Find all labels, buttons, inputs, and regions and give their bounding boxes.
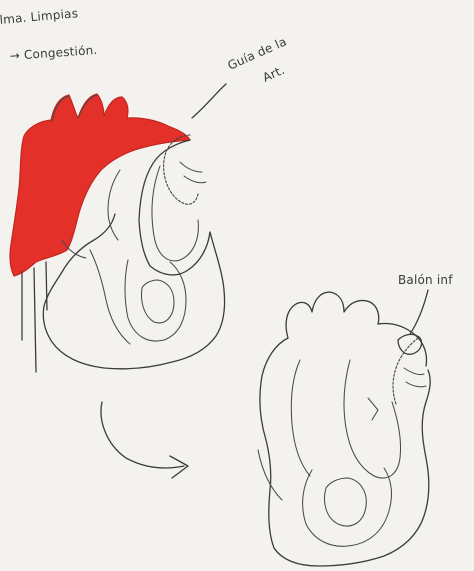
heart-two-inner-3	[303, 468, 392, 546]
heart-two-aorta	[378, 323, 427, 366]
descending-vessel-left-2	[34, 268, 36, 372]
balloon-label: Balón inf	[398, 273, 453, 287]
heart-one-septum	[108, 170, 120, 240]
descending-vessel-left-3	[46, 262, 47, 310]
heart-two-inner-4	[325, 478, 367, 526]
heart-two-vessels	[286, 292, 379, 338]
heart-two-valve-1	[404, 368, 424, 375]
heart-two	[258, 292, 430, 566]
heart-one-inner-2	[125, 260, 186, 341]
heart-two-inner-1	[291, 360, 310, 476]
guide-label: Guía de la Art.	[192, 34, 289, 118]
heart-one-valve-2	[184, 176, 206, 183]
heart-one-inner-4	[90, 250, 130, 344]
note-limpias: lma. Limpias	[0, 6, 79, 27]
heart-one-inner-3	[142, 280, 175, 323]
guide-leader-line	[192, 84, 226, 118]
transition-arrow	[101, 402, 188, 478]
heart-one-catheter	[164, 135, 198, 204]
transition-arrow-shaft	[101, 402, 184, 468]
heart-two-arrow-mark	[368, 398, 378, 420]
heart-one-valve-1	[180, 162, 202, 172]
guide-label-line2: Art.	[261, 63, 287, 85]
note-congestion: → Congestión.	[9, 43, 98, 63]
heart-one	[10, 94, 225, 372]
red-great-vessels	[10, 94, 190, 276]
notes: lma. Limpias → Congestión.	[0, 6, 98, 63]
heart-two-outline	[260, 338, 430, 566]
heart-two-valve-2	[406, 382, 426, 387]
heart-two-catheter	[393, 338, 418, 404]
balloon-leader-line	[410, 290, 428, 334]
balloon-label-group: Balón inf	[398, 273, 453, 334]
